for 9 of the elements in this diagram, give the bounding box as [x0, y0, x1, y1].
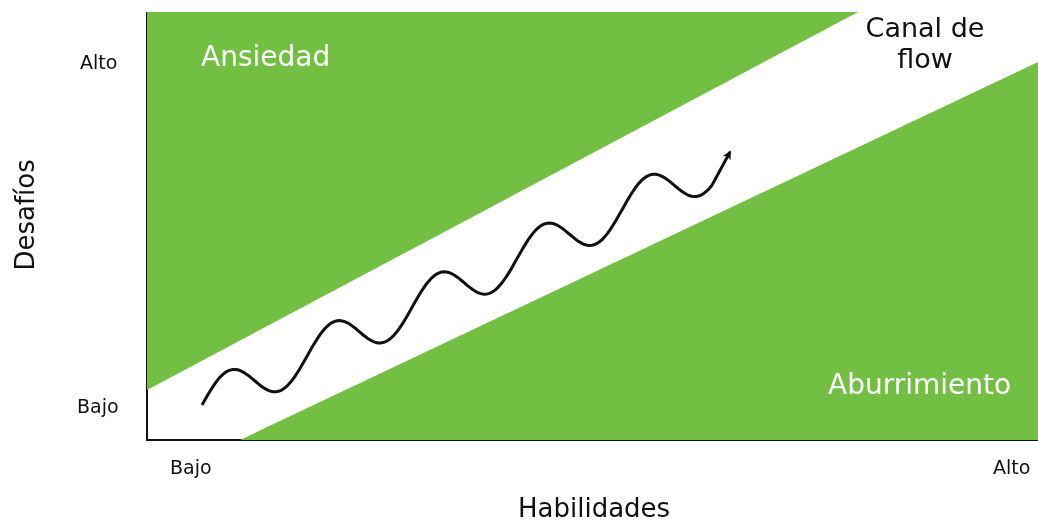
region-label: Ansiedad: [201, 40, 331, 73]
region-label: Aburrimiento: [828, 368, 1012, 401]
axis-tick-label: Bajo: [170, 457, 212, 479]
axis-tick-label: Bajo: [77, 396, 119, 418]
zone-label: Canal de flow: [864, 12, 986, 75]
axis-tick-label: Alto: [80, 52, 118, 74]
axis-title: Habilidades: [518, 494, 671, 524]
axis-title: Desafíos: [10, 159, 41, 271]
axis-tick-label: Alto: [993, 457, 1031, 479]
